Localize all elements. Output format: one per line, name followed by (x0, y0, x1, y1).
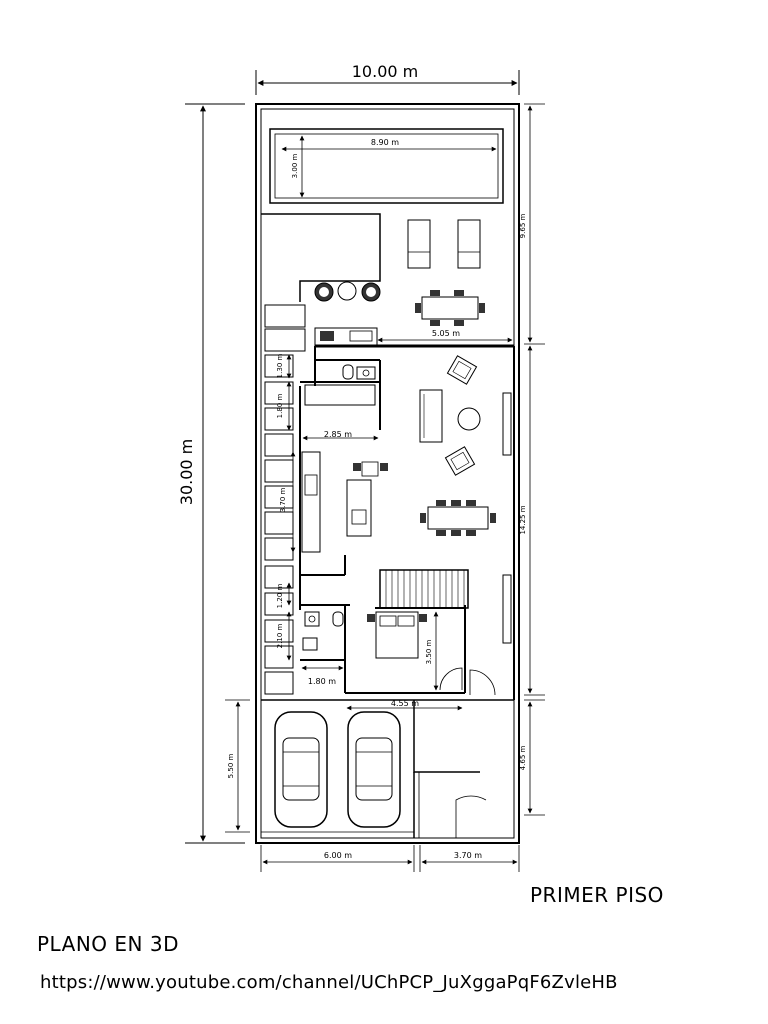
garage-depth-label: 5.50 m (227, 754, 235, 779)
kitchen: 2.85 m 3.70 m (279, 430, 388, 553)
kitchen-depth-label: 3.70 m (279, 488, 287, 513)
bath-width-label: 1.80 m (308, 677, 336, 686)
storage-depth-label: 1.80 m (276, 394, 284, 419)
hall-depth-label: 1.20 m (276, 584, 284, 609)
terrace: 5.05 m (261, 213, 513, 347)
right-dimensions (524, 103, 545, 816)
staircase (379, 569, 469, 609)
entry-width-label: 3.70 m (454, 851, 482, 860)
bedroom: 3.50 m 4.55 m (346, 574, 512, 711)
grill-counter-icon (314, 327, 378, 347)
model-label: PLANO EN 3D (37, 932, 179, 956)
outdoor-table-icon (314, 281, 381, 302)
pool-length-label: 8.90 m (371, 138, 399, 147)
car-icon (274, 711, 328, 828)
terrace-width-label: 5.05 m (432, 329, 460, 338)
garage-depth-dimension: 5.50 m (225, 699, 250, 833)
bath-fixtures (302, 611, 344, 651)
pool-width-label: 3.00 m (291, 154, 299, 179)
toilet-icon (342, 364, 354, 380)
terrace-depth-label: 9.65 m (519, 214, 527, 239)
garage-width-label: 6.00 m (324, 851, 352, 860)
bottom-dimensions (260, 845, 520, 872)
left-storage-strip (264, 304, 306, 695)
living-depth-label: 14.25 m (519, 505, 527, 534)
bedroom-depth-label: 3.50 m (425, 640, 433, 665)
outdoor-dining-icon (415, 290, 485, 326)
overall-width-label: 10.00 m (352, 62, 418, 81)
garage (261, 699, 514, 838)
overall-length-label: 30.00 m (177, 439, 196, 505)
pantry-counter (304, 384, 376, 406)
kitchen-width-label: 2.85 m (324, 430, 352, 439)
laundry-depth-label: 1.30 m (276, 354, 284, 379)
source-url: https://www.youtube.com/channel/UChPCP_J… (40, 972, 618, 993)
lounge-chair-icon (457, 219, 481, 269)
armchair-icon (444, 446, 476, 476)
armchair-icon (446, 355, 478, 385)
dining-table-icon (420, 500, 496, 536)
entry-depth-label: 4.65 m (519, 746, 527, 771)
pool: 8.90 m 3.00 m (269, 128, 504, 204)
sheet-title: PRIMER PISO (530, 883, 664, 907)
overall-length-dimension: 30.00 m (177, 103, 245, 844)
bedroom-width-label: 4.55 m (391, 699, 419, 708)
living-room (419, 355, 512, 476)
washbasin-icon (356, 366, 376, 380)
lounge-chair-icon (407, 219, 431, 269)
car-icon (347, 711, 401, 828)
bath-depth-label: 2.10 m (276, 624, 284, 649)
overall-width-dimension: 10.00 m (255, 62, 520, 95)
